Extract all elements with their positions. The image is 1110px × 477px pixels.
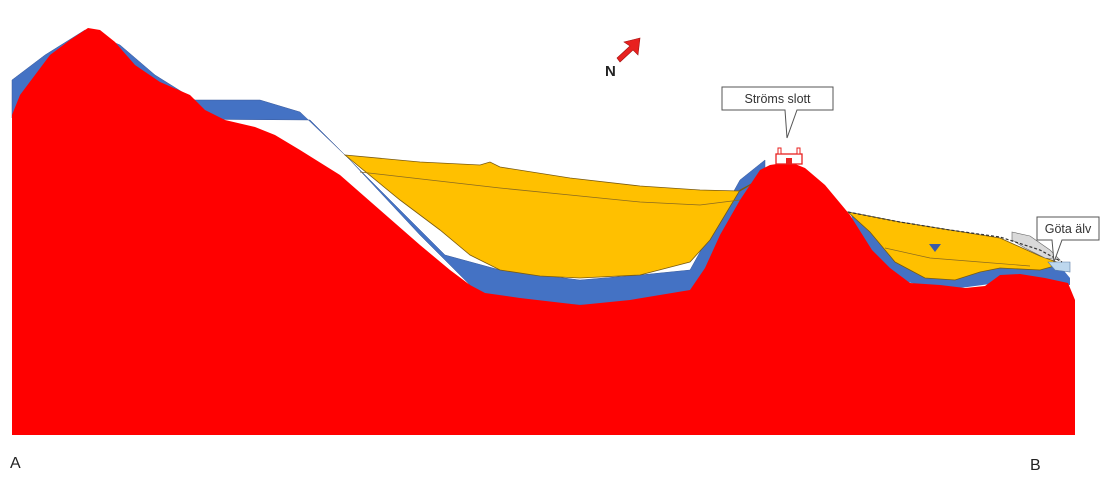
north-arrow: N: [605, 37, 641, 80]
castle-callout-label: Ströms slott: [745, 92, 812, 106]
north-arrow-icon: [616, 37, 641, 63]
clay-internal-line: [359, 171, 741, 206]
surface-line-right: [847, 211, 1063, 263]
north-label: N: [605, 63, 616, 80]
river-callout: Göta älv: [1036, 216, 1100, 263]
river-water: [1047, 261, 1071, 273]
endpoint-b-label: B: [1030, 457, 1041, 474]
castle-icon: [775, 147, 803, 165]
fill-surface: [1011, 231, 1061, 261]
river-callout-label: Göta älv: [1045, 222, 1092, 236]
bedrock-layer: [12, 28, 1075, 435]
clay-layer-valley: [343, 154, 763, 279]
castle-callout: Ströms slott: [721, 86, 834, 139]
clay-internal-line-right: [884, 247, 1031, 267]
endpoint-a-label: A: [10, 455, 21, 472]
groundwater-level-icon: [929, 244, 941, 252]
